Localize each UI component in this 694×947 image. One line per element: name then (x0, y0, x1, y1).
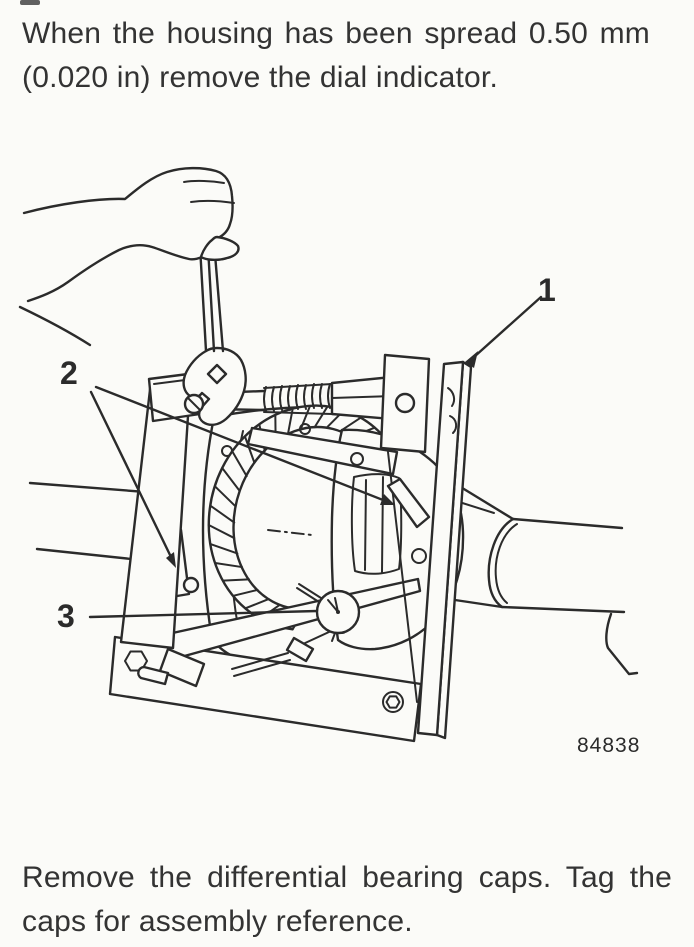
arrowhead-icon (380, 494, 395, 505)
bolt-icon (382, 691, 404, 713)
spreader-bottom-bar (108, 635, 423, 743)
figure-number: 84838 (577, 734, 641, 757)
spreader-left-bar (119, 371, 202, 650)
leader-line-2b (94, 385, 385, 502)
axle-tube-left (28, 481, 148, 562)
instruction-bottom-line-2: caps for assembly reference. (22, 905, 413, 938)
arrowhead-icon (166, 552, 176, 568)
callout-3-label: 3 (57, 598, 75, 634)
leader-line-1 (472, 295, 543, 359)
instruction-bottom: Remove the differential bearing caps. Ta… (22, 856, 672, 944)
callout-1-label: 1 (538, 272, 556, 308)
wrench-head (182, 346, 247, 427)
instruction-bottom-line-1: Remove the differential bearing caps. Ta… (22, 861, 672, 894)
spreader-right-bar (387, 360, 473, 740)
callout-leader-lines (88, 295, 543, 619)
leader-line-2a (89, 390, 173, 559)
dial-indicator-mount (137, 631, 330, 688)
callout-2-label: 2 (60, 355, 78, 391)
right-adapter-pin (386, 477, 431, 529)
thumb (199, 235, 240, 261)
arrowhead-icon (465, 351, 478, 368)
instruction-top-line-2: (0.020 in) remove the dial indicator. (22, 61, 498, 94)
scan-artifact (20, 0, 40, 5)
instruction-top-line-1: When the housing has been spread 0.50 mm (22, 17, 650, 50)
right-clamp-block (379, 353, 431, 454)
upper-strut (246, 426, 399, 476)
wrench (182, 226, 247, 427)
leader-line-3 (88, 609, 319, 619)
instruction-top: When the housing has been spread 0.50 mm… (22, 12, 650, 100)
axle-tube-right (453, 484, 639, 676)
hand-illustration (18, 166, 240, 347)
